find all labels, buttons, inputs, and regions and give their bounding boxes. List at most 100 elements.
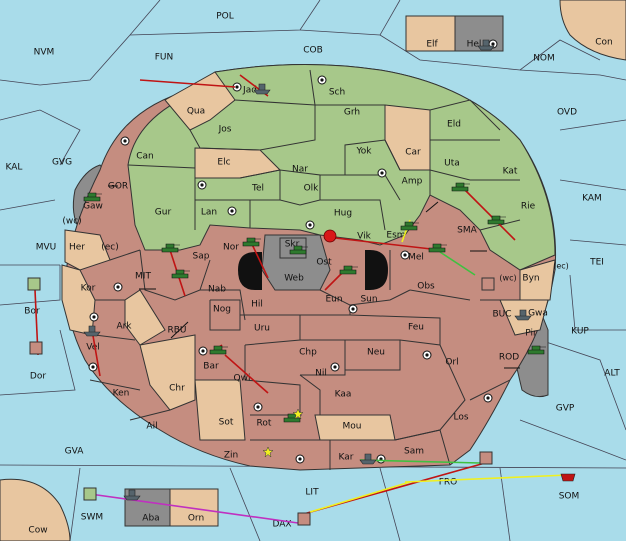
label-sot: Sot [219, 418, 234, 428]
province-cow[interactable] [0, 478, 71, 541]
army-icon[interactable] [428, 243, 447, 253]
label-kal: KAL [6, 163, 23, 173]
army-icon[interactable] [400, 221, 419, 231]
label-gva: GVA [65, 447, 85, 457]
order-move [334, 237, 441, 251]
label-uta: Uta [444, 159, 460, 169]
fleet-icon[interactable] [477, 39, 495, 51]
province-orn[interactable] [169, 488, 219, 527]
retreat-marker[interactable] [29, 341, 43, 355]
label-mel: Mel [408, 253, 424, 263]
fleet-icon[interactable] [83, 325, 101, 337]
supply-center-icon [198, 346, 208, 356]
label-hil: Hil [251, 300, 263, 310]
province-her[interactable] [64, 229, 111, 271]
army-icon[interactable] [242, 237, 261, 247]
label-jos: Jos [218, 125, 232, 135]
label-wc-her: (wc) [62, 217, 81, 227]
retreat-marker[interactable] [481, 277, 495, 291]
label-bor: Bor [24, 307, 40, 317]
army-icon[interactable] [171, 269, 190, 279]
retreat-marker[interactable] [83, 487, 97, 501]
label-grh: Grh [344, 108, 360, 118]
supply-center-icon [317, 75, 327, 85]
order-move [464, 189, 516, 241]
army-icon[interactable] [161, 243, 180, 253]
supply-center-icon [295, 454, 305, 464]
label-zin: Zin [224, 451, 238, 461]
label-rod: ROD [499, 353, 519, 363]
label-fun: FUN [155, 53, 174, 63]
units[interactable] [27, 39, 576, 526]
label-gvp: GVP [556, 404, 575, 414]
label-bar: Bar [203, 362, 219, 372]
label-pol: POL [216, 12, 234, 22]
army-icon[interactable] [289, 245, 308, 255]
province-elf[interactable] [405, 15, 456, 52]
label-ken: Ken [113, 389, 130, 399]
fleet-icon[interactable] [253, 83, 271, 95]
label-chr: Chr [169, 384, 185, 394]
label-car: Car [405, 148, 421, 158]
order-convoy [359, 459, 481, 464]
label-eld: Eld [447, 120, 461, 130]
army-icon[interactable] [527, 345, 546, 355]
label-som: SOM [559, 492, 580, 502]
label-ec-her: (ec) [101, 243, 119, 253]
label-elc: Elc [217, 158, 230, 168]
label-pir: Pir [525, 329, 537, 339]
retreat-marker[interactable] [297, 512, 311, 526]
supply-center-icon [483, 393, 493, 403]
province-rbu-coast [124, 289, 166, 346]
order-support [404, 474, 569, 483]
fleet-icon[interactable] [514, 309, 532, 321]
inland-lake-east [365, 250, 388, 290]
label-kam: KAM [582, 194, 602, 204]
supply-center-icon [305, 220, 315, 230]
retreat-marker[interactable] [27, 277, 41, 291]
supply-center-icon [197, 180, 207, 190]
label-kaa: Kaa [335, 390, 352, 400]
label-mvu: MVU [36, 243, 57, 253]
label-yok: Yok [355, 147, 372, 157]
label-cob: COB [303, 46, 323, 56]
army-icon[interactable] [83, 192, 102, 202]
label-nab: Nab [208, 285, 226, 295]
supply-center-icon [330, 362, 340, 372]
label-qua: Qua [187, 107, 205, 117]
label-uru: Uru [254, 324, 270, 334]
label-gur: Gur [155, 208, 172, 218]
label-ost: Ost [316, 258, 332, 268]
label-nor: Nor [223, 243, 239, 253]
label-nil: Nil [315, 369, 327, 379]
army-icon[interactable] [451, 182, 470, 192]
label-buc: BUC [492, 310, 511, 320]
army-icon[interactable] [209, 345, 228, 355]
fleet-icon[interactable] [123, 489, 141, 501]
label-jad: Jad [242, 86, 257, 96]
label-aba: Aba [142, 514, 159, 524]
province-borders [89, 69, 521, 470]
fleet-icon[interactable] [359, 453, 377, 465]
label-nog: Nog [213, 305, 231, 315]
label-neu: Neu [367, 348, 385, 358]
province-byn[interactable] [519, 259, 556, 301]
label-dor: Dor [30, 372, 46, 382]
province-sot[interactable] [194, 379, 246, 441]
label-gaw: Gaw [83, 202, 103, 212]
supply-center-icon [253, 402, 263, 412]
label-cow: Cow [28, 526, 47, 536]
label-con: Con [595, 38, 613, 48]
label-obs: Obs [417, 282, 435, 292]
army-icon[interactable] [487, 215, 506, 225]
province-con[interactable] [559, 0, 626, 61]
retreat-marker[interactable] [479, 451, 493, 465]
province-chr[interactable] [139, 334, 196, 411]
army-icon[interactable] [339, 265, 358, 275]
label-orl: Orl [445, 358, 458, 368]
label-rot: Rot [257, 419, 272, 429]
order-move [91, 329, 101, 377]
label-web: Web [284, 274, 304, 284]
label-kat: Kat [503, 167, 518, 177]
